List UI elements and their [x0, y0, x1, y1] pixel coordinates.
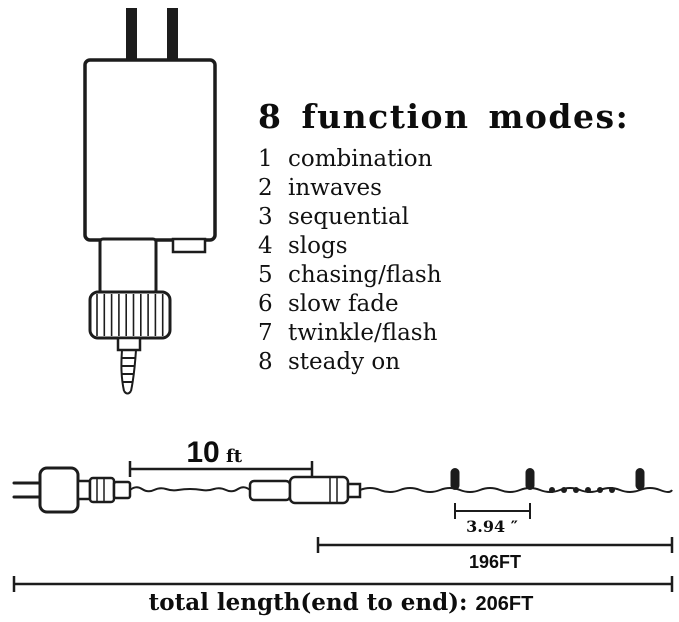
lit-length-dimension — [316, 537, 674, 553]
lead-length-value: 10 — [186, 437, 219, 469]
lead-wire — [129, 486, 251, 493]
adapter-neck — [98, 237, 158, 295]
power-adapter-illustration — [83, 8, 217, 395]
mode-number: 4 — [258, 232, 273, 259]
mode-item: 8 steady on — [258, 348, 629, 377]
mode-number: 1 — [258, 145, 273, 172]
mode-item: 6 slow fade — [258, 290, 629, 319]
mode-item: 7 twinkle/flash — [258, 319, 629, 348]
connector-ribs-icon — [96, 294, 164, 336]
plug-prongs-icon — [126, 8, 178, 64]
mode-label: combination — [288, 145, 433, 172]
bulb-spacing-dimension — [454, 503, 531, 519]
total-length-value: 206FT — [476, 593, 534, 615]
mode-label: chasing/flash — [288, 261, 442, 288]
modes-title: 8 function modes: — [258, 97, 630, 136]
bulb-spacing-value: 3.94 ″ — [466, 517, 518, 536]
mode-item: 5 chasing/flash — [258, 261, 629, 290]
adapter-stem — [116, 336, 142, 352]
mode-label: twinkle/flash — [288, 319, 438, 346]
mode-label: sequential — [288, 203, 410, 230]
mode-label: steady on — [288, 348, 401, 375]
adapter-body — [83, 58, 217, 242]
mode-label: inwaves — [288, 174, 382, 201]
lead-length-unit: ft — [226, 446, 243, 467]
wall-plug-icon — [12, 466, 132, 514]
adapter-ribbed-connector — [88, 290, 172, 340]
mode-label: slow fade — [288, 290, 399, 317]
mode-item: 3 sequential — [258, 203, 629, 232]
total-length-caption: total length(end to end): 206FT — [149, 589, 534, 616]
light-bulb-icons — [450, 468, 645, 490]
continuation-dots-icon — [549, 487, 615, 493]
mode-item: 1 combination — [258, 145, 629, 174]
mode-number: 8 — [258, 348, 273, 375]
mode-label: slogs — [288, 232, 348, 259]
inline-connector-icon — [248, 475, 362, 505]
function-modes-panel: 8 function modes: 1 combination 2 inwave… — [258, 98, 629, 377]
total-length-label: total length(end to end): — [149, 589, 468, 616]
mode-item: 2 inwaves — [258, 174, 629, 203]
adapter-tab — [171, 237, 207, 254]
mode-number: 2 — [258, 174, 273, 201]
mode-number: 6 — [258, 290, 273, 317]
mode-number: 7 — [258, 319, 273, 346]
mode-item: 4 slogs — [258, 232, 629, 261]
adapter-wire — [120, 349, 137, 395]
string-light-length-diagram: 10 ft 3.94 ″ 196FT total length(end to e… — [12, 437, 674, 616]
total-length-dimension — [12, 576, 674, 592]
light-string-wire — [359, 487, 673, 493]
mode-number: 3 — [258, 203, 273, 230]
lit-length-value: 196FT — [469, 552, 521, 572]
mode-number: 5 — [258, 261, 273, 288]
lead-length-dimension — [128, 461, 314, 477]
